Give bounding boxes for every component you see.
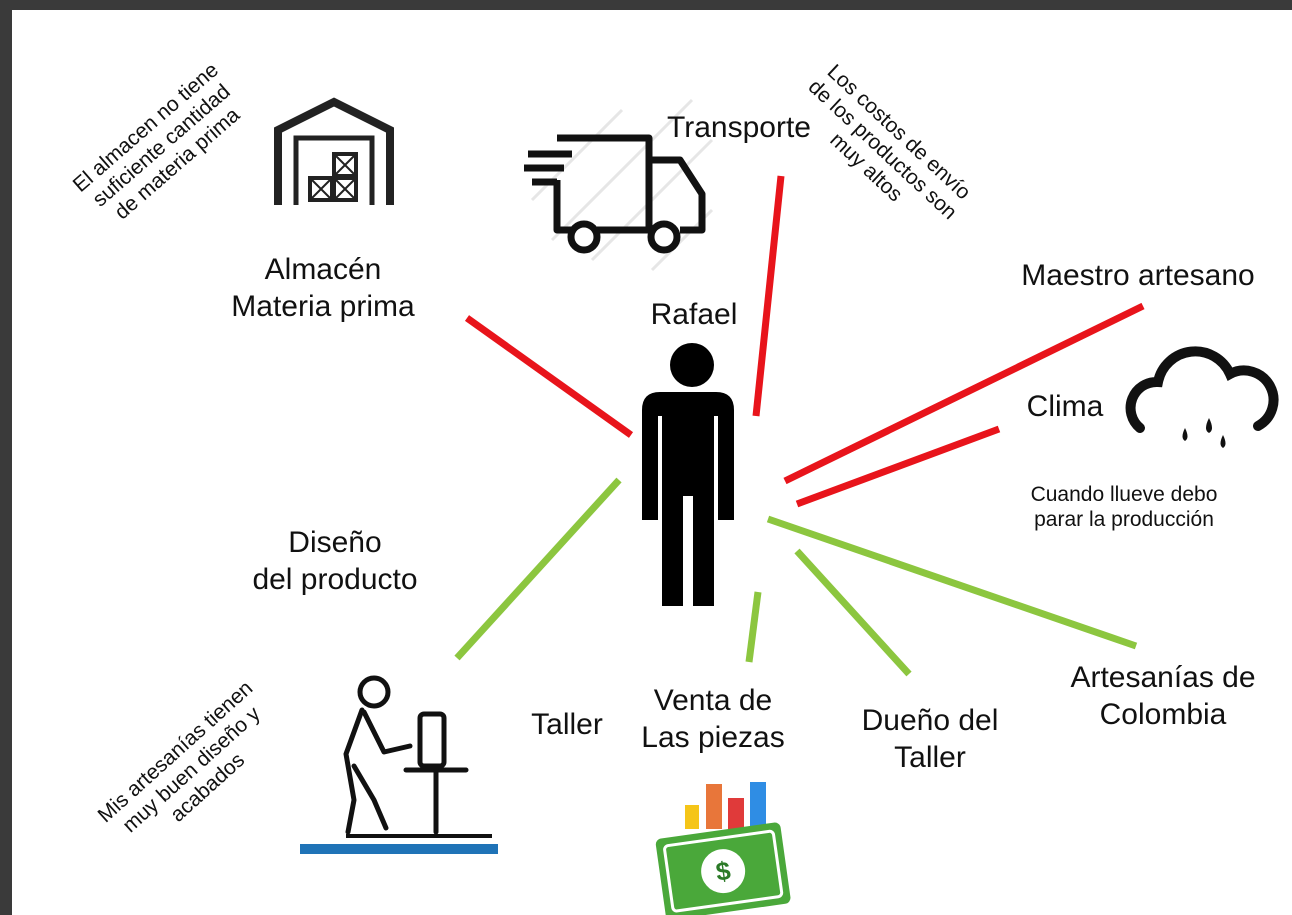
node-label-taller: Taller	[531, 708, 603, 741]
rain-cloud-icon	[1125, 346, 1279, 448]
node-label-venta: Venta de Las piezas	[641, 684, 785, 754]
connector-clima	[795, 425, 1001, 508]
diagram-canvas: $	[274, 97, 1279, 915]
center-label-rafael: Rafael	[650, 298, 738, 331]
connector-diseno	[454, 477, 622, 661]
warehouse-icon	[274, 97, 394, 205]
connector-almacen	[464, 315, 634, 438]
potter-at-wheel-icon	[300, 675, 498, 854]
node-label-diseno: Diseño del producto	[252, 526, 418, 596]
connector-maestro	[783, 302, 1145, 485]
delivery-truck-icon	[524, 98, 714, 272]
node-label-almacen: Almacén Materia prima	[231, 253, 415, 323]
person-icon	[642, 343, 734, 606]
node-label-transporte: Transporte	[667, 111, 811, 144]
connector-dueno	[794, 548, 912, 677]
node-label-artesanias: Artesanías de Colombia	[1070, 661, 1256, 731]
note-clima: Cuando llueve debo parar la producción	[1030, 483, 1218, 532]
node-label-maestro: Maestro artesano	[1021, 259, 1255, 292]
money-chart-icon: $	[655, 782, 791, 915]
svg-text:$: $	[714, 855, 733, 887]
connector-artesanias	[766, 515, 1138, 650]
connector-transporte	[752, 175, 785, 417]
stakeholder-diagram: $ Almacén Materia prima Transporte Rafae…	[12, 10, 1292, 915]
connector-venta	[745, 591, 762, 663]
node-label-clima: Clima	[1026, 390, 1104, 423]
node-label-dueno: Dueño del Taller	[861, 704, 999, 774]
